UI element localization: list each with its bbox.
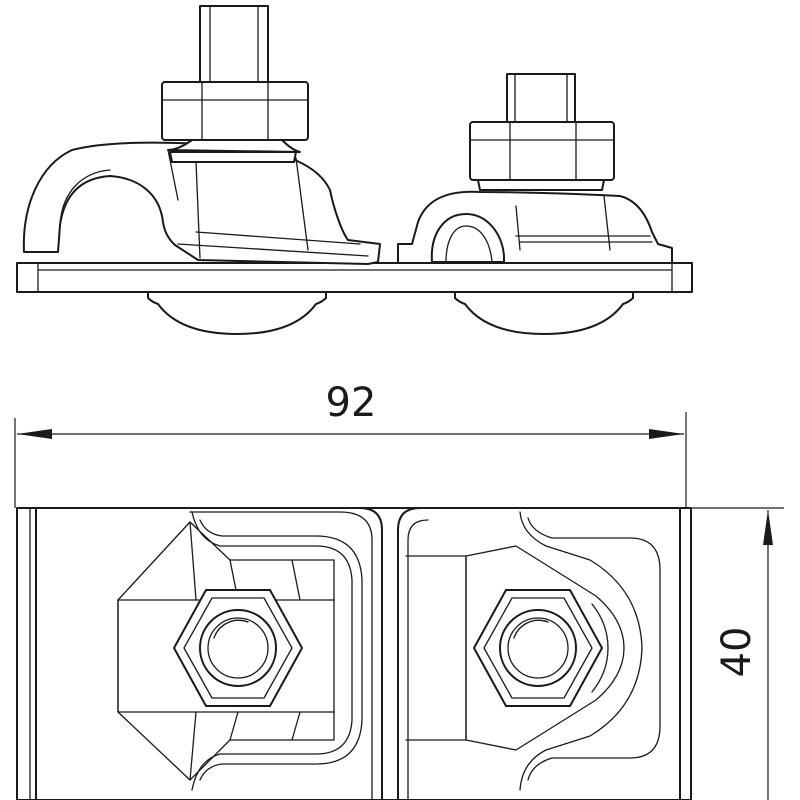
width-dimension: 92 [14, 380, 687, 508]
right-bolt-head [454, 291, 634, 335]
width-dimension-label: 92 [326, 380, 377, 426]
left-clamp-saddle [22, 141, 381, 265]
left-bolt [161, 5, 309, 163]
width-arrow-right [649, 429, 684, 439]
side-view [16, 5, 693, 335]
left-bolt-head [147, 291, 327, 335]
height-dimension: 40 [692, 507, 784, 800]
right-clamp-saddle [397, 190, 673, 264]
right-bolt [469, 73, 615, 191]
width-arrow-left [17, 429, 52, 439]
height-arrow-top [763, 510, 773, 545]
top-view [16, 507, 692, 800]
base-plate [16, 262, 693, 293]
left-nut [173, 589, 303, 707]
right-nut [473, 589, 603, 707]
height-dimension-label: 40 [714, 627, 760, 678]
